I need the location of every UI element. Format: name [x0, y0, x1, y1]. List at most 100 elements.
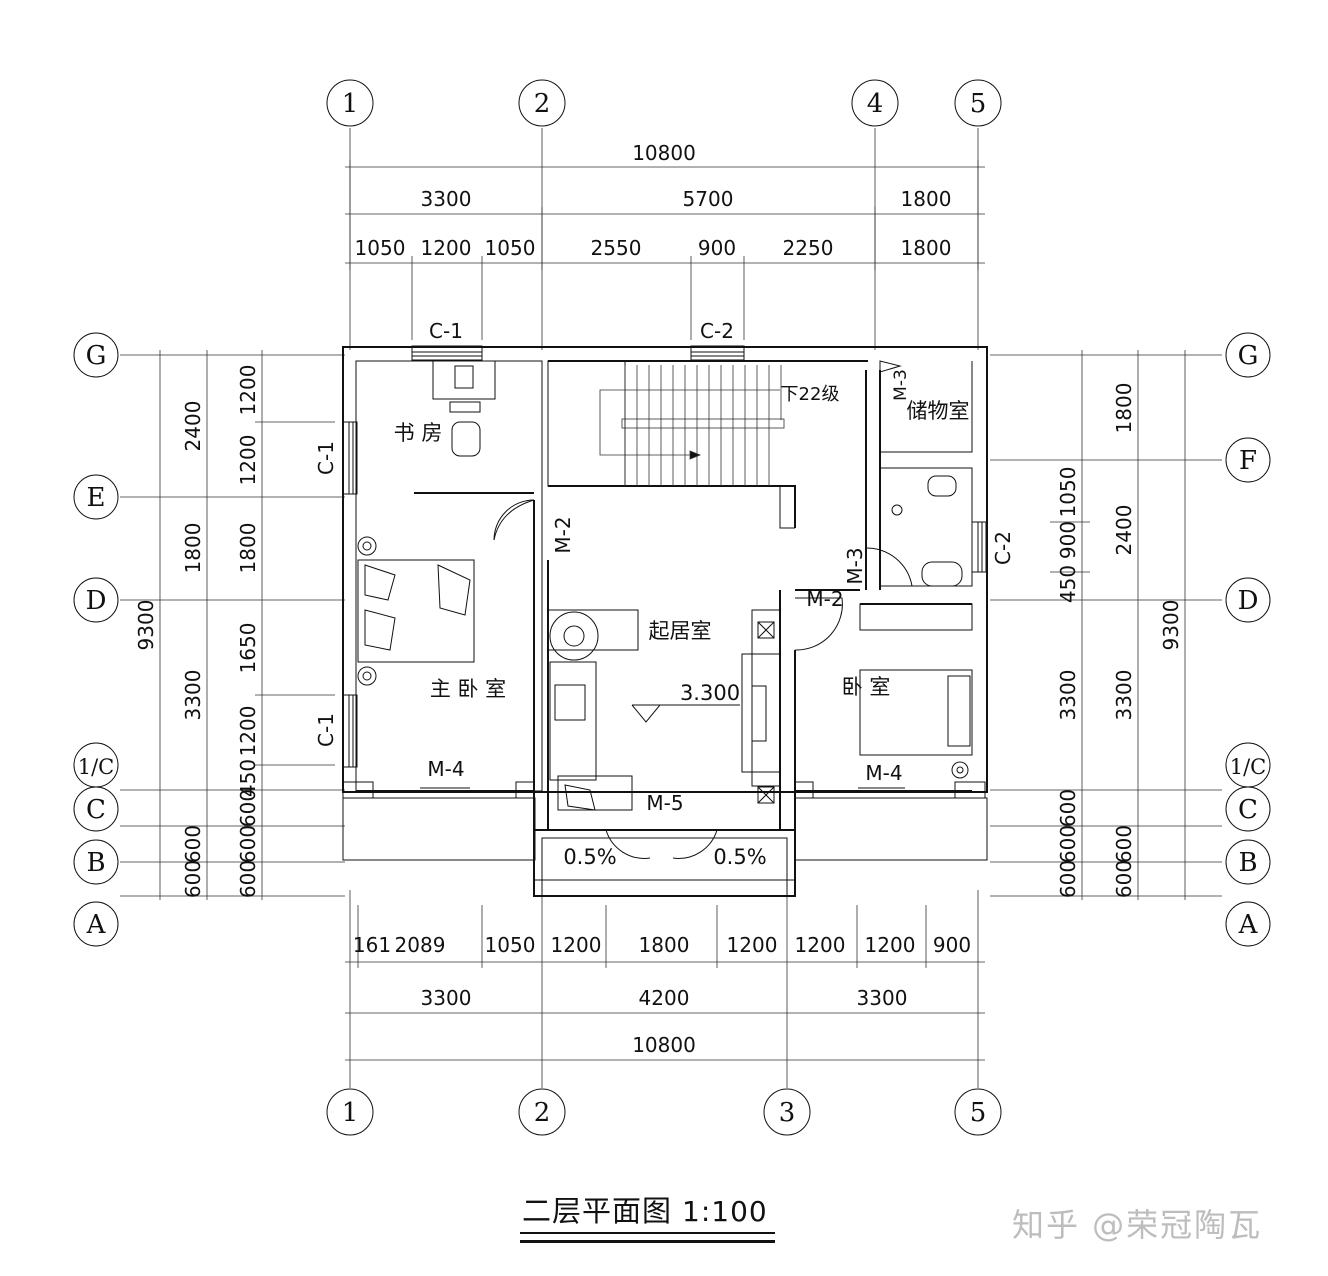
dim-bot-r3-8: 1200 — [865, 933, 916, 957]
axis-top-1: 1 — [342, 89, 359, 119]
master-bed — [357, 559, 475, 663]
room-storage-label: 储物室 — [907, 399, 970, 423]
dim-right-r3-3: 450 — [1056, 565, 1080, 603]
dimensions-right: 9300 1800 2400 3300 600 600 1050 900 450… — [1050, 350, 1186, 900]
dim-left-r3-4: 1650 — [236, 623, 260, 674]
study-chair-icon — [451, 421, 481, 457]
floor-drain-icon — [891, 504, 903, 516]
dim-right-r2-5: 600 — [1112, 860, 1136, 898]
dim-bot-r2-1: 3300 — [421, 986, 472, 1010]
staircase — [599, 365, 785, 486]
dim-top-r2-1: 3300 — [421, 187, 472, 211]
dim-left-r3-8: 600 — [236, 825, 260, 863]
dim-bot-r3-6: 1200 — [727, 933, 778, 957]
dim-bot-total: 10800 — [632, 1033, 696, 1057]
dim-left-r3-9: 600 — [236, 860, 260, 898]
dimensions-left: 9300 2400 1800 3300 600 600 1200 1200 18… — [134, 350, 335, 900]
room-study-label: 书 房 — [394, 421, 443, 445]
toilet-icon — [927, 475, 957, 497]
axis-left-E: E — [87, 483, 106, 513]
dim-right-r2-3: 3300 — [1112, 670, 1136, 721]
label-c1-left-lower: C-1 — [314, 713, 338, 747]
dim-left-total: 9300 — [134, 600, 158, 651]
dim-bot-r3-5: 1800 — [639, 933, 690, 957]
label-m4-left: M-4 — [427, 757, 464, 781]
axis-left-B: B — [86, 848, 105, 878]
dimensions-bottom: 161 2089 1050 1200 1800 1200 1200 1200 9… — [345, 905, 985, 1061]
label-c1-top: C-1 — [429, 319, 463, 343]
dim-bot-r3-9: 900 — [933, 933, 971, 957]
elevation-label: 3.300 — [680, 681, 740, 705]
label-m4-right: M-4 — [865, 761, 902, 785]
axis-right-D: D — [1238, 586, 1259, 616]
computer-monitor-icon — [454, 365, 474, 389]
dim-top-r3-7: 1800 — [901, 236, 952, 260]
drawing-scale: 1:100 — [682, 1195, 768, 1228]
dim-top-r3-2: 1200 — [421, 236, 472, 260]
watermark-text: 知乎 @荣冠陶瓦 — [1012, 1206, 1263, 1244]
dim-left-r3-1: 1200 — [236, 365, 260, 416]
axis-right-G: G — [1238, 341, 1259, 371]
dim-left-r2-2: 1800 — [181, 523, 205, 574]
drawing-title: 二层平面图 1:100 — [522, 1188, 768, 1230]
dim-left-r3-7: 600 — [236, 789, 260, 827]
dim-left-r2-1: 2400 — [181, 401, 205, 452]
axis-bubbles-bottom: 1 2 3 5 — [326, 1088, 1002, 1136]
title-underline-thick — [520, 1240, 775, 1243]
dim-top-r2-3: 1800 — [901, 187, 952, 211]
axis-right-1C: 1/C — [1230, 755, 1267, 779]
dim-bot-r3-3: 1050 — [485, 933, 536, 957]
room-bedroom-label: 卧 室 — [842, 675, 891, 699]
tv-icon — [751, 685, 767, 742]
dim-right-r3-4: 3300 — [1056, 670, 1080, 721]
room-living-label: 起居室 — [649, 619, 712, 643]
dim-bot-r3-4: 1200 — [551, 933, 602, 957]
dim-right-total: 9300 — [1159, 600, 1183, 651]
doors — [420, 360, 913, 859]
axis-left-1C: 1/C — [78, 755, 115, 779]
furniture — [357, 360, 973, 811]
dim-bot-r3-7: 1200 — [795, 933, 846, 957]
axis-right-F: F — [1239, 446, 1257, 476]
dim-bot-r3-2: 2089 — [395, 933, 446, 957]
axis-bubbles-right: G F D 1/C C B A — [1225, 332, 1271, 947]
dim-top-r2-2: 5700 — [683, 187, 734, 211]
wardrobe — [859, 603, 973, 631]
dim-right-r2-4: 600 — [1112, 825, 1136, 863]
dim-bot-r3-1: 161 — [353, 933, 391, 957]
study-desk — [432, 360, 496, 400]
dim-left-r3-6: 450 — [236, 759, 260, 797]
dim-right-r3-1: 1050 — [1056, 467, 1080, 518]
axis-top-5: 5 — [970, 89, 987, 119]
stair-down-note: 下22级 — [781, 384, 840, 405]
dim-left-r2-5: 600 — [181, 860, 205, 898]
axis-left-A: A — [86, 910, 107, 940]
dim-top-r3-4: 2550 — [591, 236, 642, 260]
dim-left-r3-5: 1200 — [236, 706, 260, 757]
label-c2-top: C-2 — [700, 319, 734, 343]
title-underline-thin — [520, 1232, 775, 1234]
axis-left-G: G — [86, 341, 107, 371]
dim-left-r2-4: 600 — [181, 825, 205, 863]
label-c1-left-upper: C-1 — [314, 441, 338, 475]
label-m2-left: M-2 — [551, 516, 575, 553]
axis-grid-lines — [120, 128, 1222, 1088]
axis-bottom-3: 3 — [779, 1098, 796, 1128]
slope-right-label: 0.5% — [713, 845, 766, 869]
sofa — [549, 661, 597, 781]
axis-left-D: D — [86, 586, 107, 616]
label-c2-right: C-2 — [991, 531, 1015, 565]
windows — [342, 345, 987, 768]
dim-left-r3-2: 1200 — [236, 435, 260, 486]
room-master-bedroom-label: 主 卧 室 — [430, 677, 506, 701]
axis-bottom-5: 5 — [970, 1098, 987, 1128]
dimensions-top: 10800 3300 5700 1800 1050 1200 1050 2550… — [345, 141, 985, 340]
opening-labels: C-1 C-2 C-1 C-1 C-2 M-2 M-2 M-3 M-3 M-4 … — [314, 319, 1015, 815]
bedroom-bed — [859, 669, 973, 756]
axis-right-B: B — [1238, 848, 1257, 878]
label-m3-lower: M-3 — [843, 547, 867, 584]
axis-bottom-2: 2 — [534, 1098, 551, 1128]
dim-right-r2-2: 2400 — [1112, 505, 1136, 556]
drawing-title-main: 二层平面图 — [522, 1194, 673, 1228]
